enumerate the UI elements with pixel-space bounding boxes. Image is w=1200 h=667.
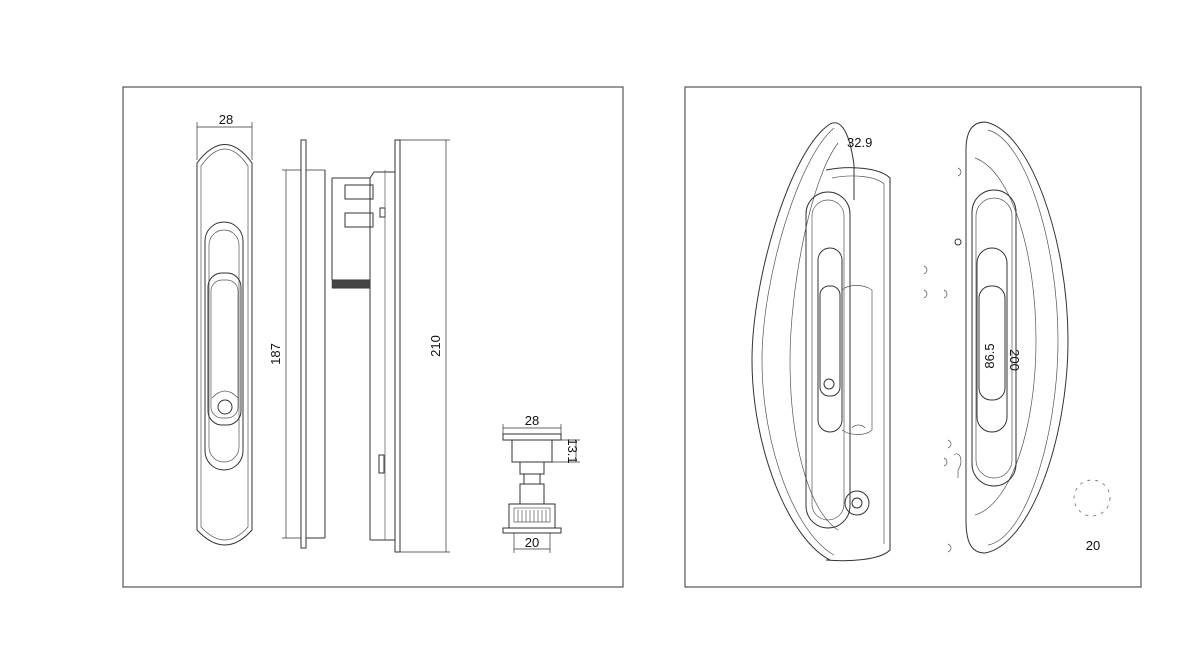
fragment-marks xyxy=(923,167,962,553)
lock-base-dimension: 20 xyxy=(513,533,551,553)
outer-height-label: 200 xyxy=(1007,349,1022,371)
side-height-label: 187 xyxy=(268,343,283,365)
lock-depth-dimension: 13.1 xyxy=(552,438,580,464)
handle-section-view xyxy=(331,139,401,553)
handle-front-view xyxy=(196,144,253,546)
curved-handle-left-view xyxy=(751,122,891,562)
lock-width-label: 28 xyxy=(525,413,539,428)
lock-detail-view xyxy=(502,433,562,534)
curved-handle-right-view xyxy=(953,121,1069,554)
handle-side-view: 187 xyxy=(268,139,326,549)
top-offset-label: 32.9 xyxy=(847,135,872,150)
front-width-dimension: 28 xyxy=(196,112,253,160)
lock-depth-label: 13.1 xyxy=(565,438,580,463)
lock-width-dimension: 28 xyxy=(502,413,562,434)
bottom-value-label: 20 xyxy=(1086,538,1100,553)
inner-height-label: 86.5 xyxy=(982,343,997,368)
dashed-circle-detail xyxy=(1073,479,1111,517)
lock-base-label: 20 xyxy=(525,535,539,550)
total-height-label: 210 xyxy=(428,335,443,357)
front-width-label: 28 xyxy=(219,112,233,127)
right-drawing-frame xyxy=(684,86,1142,588)
left-drawing-frame xyxy=(122,86,624,588)
total-height-dimension: 210 xyxy=(400,139,450,553)
